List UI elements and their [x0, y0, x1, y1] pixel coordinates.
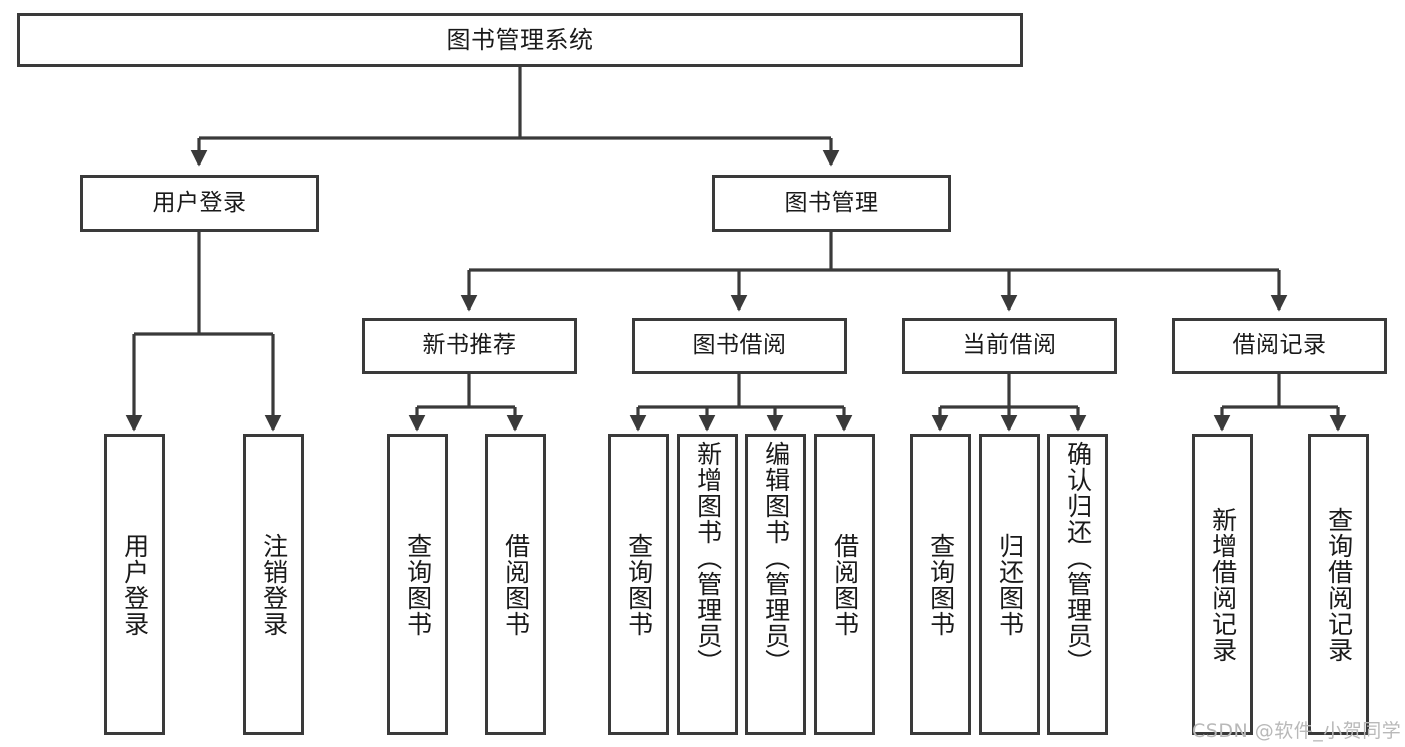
node-label: 新增图书（管理员）: [693, 441, 723, 675]
node-label: 归还图书: [995, 532, 1025, 637]
node-label: 新增借阅记录: [1208, 506, 1238, 663]
leaf-logout[interactable]: 注销登录: [243, 434, 304, 735]
leaf-query-borrow-record[interactable]: 查询借阅记录: [1308, 434, 1369, 735]
leaf-borrow-book[interactable]: 借阅图书: [814, 434, 875, 735]
node-label: 查询借阅记录: [1324, 506, 1354, 663]
node-label: 当前借阅: [962, 332, 1057, 359]
node-user-login[interactable]: 用户登录: [80, 175, 319, 232]
node-borrow-record[interactable]: 借阅记录: [1172, 318, 1387, 374]
node-label: 查询图书: [926, 532, 956, 637]
leaf-query-book[interactable]: 查询图书: [608, 434, 669, 735]
node-root-system[interactable]: 图书管理系统: [17, 13, 1023, 67]
node-label: 图书借阅: [692, 332, 787, 359]
leaf-confirm-return-admin[interactable]: 确认归还（管理员）: [1047, 434, 1108, 735]
node-label: 新书推荐: [422, 332, 517, 359]
node-label: 图书管理: [784, 189, 879, 216]
node-label: 用户登录: [152, 189, 247, 216]
leaf-user-login[interactable]: 用户登录: [104, 434, 165, 735]
leaf-return-book[interactable]: 归还图书: [979, 434, 1040, 735]
leaf-edit-book-admin[interactable]: 编辑图书（管理员）: [745, 434, 806, 735]
node-label: 查询图书: [624, 532, 654, 637]
node-label: 借阅记录: [1232, 332, 1327, 359]
leaf-query-book-current[interactable]: 查询图书: [910, 434, 971, 735]
leaf-borrow-book-new[interactable]: 借阅图书: [485, 434, 546, 735]
node-new-book-recommend[interactable]: 新书推荐: [362, 318, 577, 374]
node-label: 借阅图书: [830, 532, 860, 637]
node-label: 查询图书: [403, 532, 433, 637]
node-label: 图书管理系统: [446, 25, 594, 54]
node-label: 用户登录: [120, 532, 150, 637]
node-current-borrow[interactable]: 当前借阅: [902, 318, 1117, 374]
node-label: 注销登录: [259, 532, 289, 637]
node-book-borrow[interactable]: 图书借阅: [632, 318, 847, 374]
leaf-query-book-new[interactable]: 查询图书: [387, 434, 448, 735]
csdn-watermark: CSDN @软件_小贺同学: [1192, 720, 1402, 742]
node-label: 借阅图书: [501, 532, 531, 637]
node-label: 确认归还（管理员）: [1063, 441, 1093, 675]
leaf-add-borrow-record[interactable]: 新增借阅记录: [1192, 434, 1253, 735]
node-book-management[interactable]: 图书管理: [712, 175, 951, 232]
leaf-add-book-admin[interactable]: 新增图书（管理员）: [677, 434, 738, 735]
node-label: 编辑图书（管理员）: [761, 441, 791, 675]
